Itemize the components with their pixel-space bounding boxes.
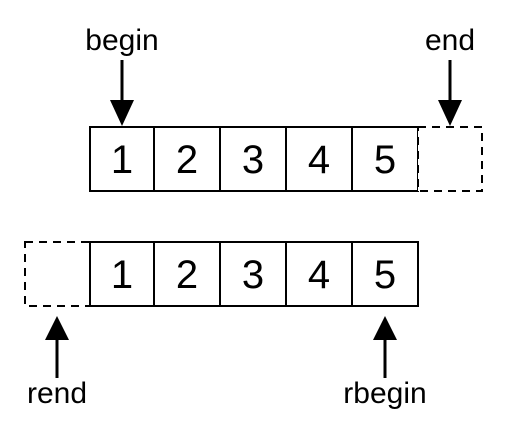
reverse-value: 2 [176, 253, 198, 297]
forward-value: 3 [242, 138, 264, 182]
reverse-value: 4 [308, 253, 330, 297]
reverse-cell [153, 241, 221, 307]
forward-cell [285, 126, 353, 192]
label-end: end [425, 24, 475, 57]
forward-array: 1 2 3 4 5 [89, 126, 483, 192]
forward-value: 1 [111, 138, 133, 182]
reverse-cell [89, 241, 155, 307]
reverse-cell [285, 241, 353, 307]
arrow-end-icon [438, 60, 462, 126]
reverse-array: 1 2 3 4 5 [24, 241, 419, 307]
arrow-begin-icon [110, 60, 134, 126]
reverse-cell [351, 241, 419, 307]
arrow-rbegin-icon [373, 316, 397, 378]
forward-value: 5 [374, 138, 396, 182]
label-begin: begin [85, 24, 158, 57]
forward-value: 4 [308, 138, 330, 182]
reverse-before-begin-cell [24, 241, 91, 307]
reverse-value: 5 [374, 253, 396, 297]
label-rend: rend [27, 377, 87, 410]
forward-cell [219, 126, 287, 192]
forward-value: 2 [176, 138, 198, 182]
reverse-value: 1 [111, 253, 133, 297]
reverse-cell [219, 241, 287, 307]
forward-past-end-cell [417, 126, 483, 192]
reverse-value: 3 [242, 253, 264, 297]
label-rbegin: rbegin [343, 377, 426, 410]
arrow-rend-icon [45, 316, 69, 378]
